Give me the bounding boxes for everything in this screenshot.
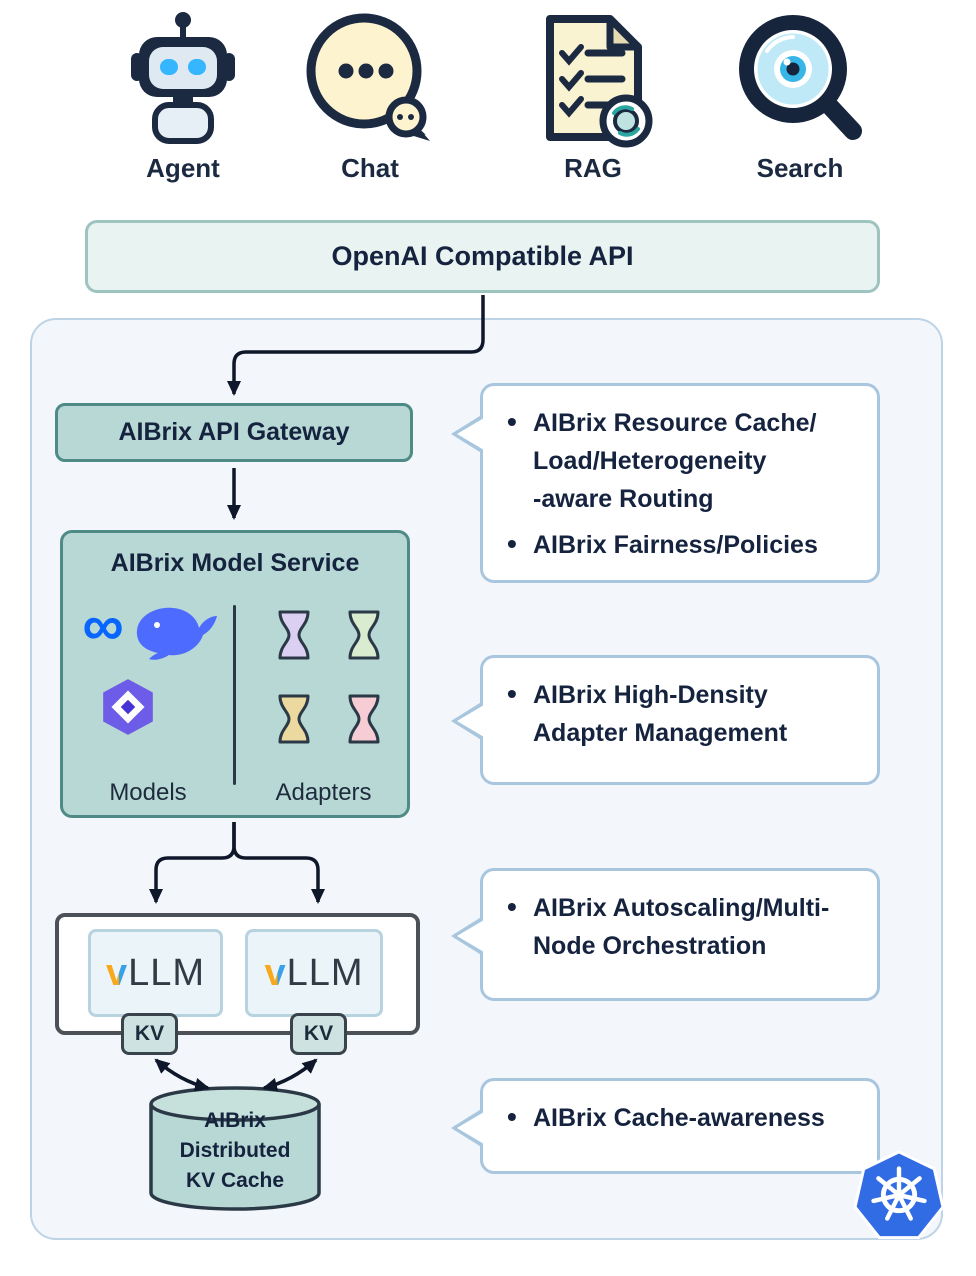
adapter-icon bbox=[278, 610, 310, 660]
deepseek-whale-icon bbox=[129, 601, 221, 668]
openai-api-label: OpenAI Compatible API bbox=[331, 241, 634, 271]
vllm-v-mark: v bbox=[105, 951, 129, 994]
rag-figure: RAG bbox=[518, 6, 668, 184]
callout-adapter-management: AIBrix High-Density Adapter Management bbox=[451, 655, 880, 785]
kubernetes-icon bbox=[853, 1150, 945, 1240]
adapter-icon bbox=[348, 694, 380, 744]
chat-figure: Chat bbox=[295, 6, 445, 184]
callout-bullet: AIBrix Autoscaling/Multi- Node Orchestra… bbox=[507, 888, 857, 965]
callout-bullet: AIBrix Cache-awareness bbox=[507, 1098, 857, 1137]
model-service-box: AIBrix Model Service ∞ bbox=[60, 530, 410, 818]
callout-routing: AIBrix Resource Cache/ Load/Heterogeneit… bbox=[451, 383, 880, 583]
kv-label: KV bbox=[303, 1022, 334, 1045]
meta-infinity-icon: ∞ bbox=[82, 593, 124, 658]
api-gateway-box: AIBrix API Gateway bbox=[55, 403, 413, 462]
search-figure: Search bbox=[725, 6, 875, 184]
adapter-icon bbox=[348, 610, 380, 660]
agent-label: Agent bbox=[146, 153, 220, 183]
qwen-icon bbox=[97, 675, 159, 744]
callout-bullet: AIBrix Resource Cache/ Load/Heterogeneit… bbox=[507, 403, 857, 518]
callout-cache-awareness: AIBrix Cache-awareness bbox=[451, 1078, 880, 1174]
model-service-title: AIBrix Model Service bbox=[110, 549, 360, 577]
adapter-icon bbox=[278, 694, 310, 744]
adapters-label: Adapters bbox=[275, 779, 372, 806]
models-adapters-divider bbox=[233, 605, 236, 785]
vllm-logo-text: LLM bbox=[128, 951, 206, 994]
rag-label: RAG bbox=[564, 153, 622, 183]
callout-bullet: AIBrix Fairness/Policies bbox=[507, 525, 857, 564]
chat-bubble-icon bbox=[304, 6, 436, 151]
callout-autoscaling: AIBrix Autoscaling/Multi- Node Orchestra… bbox=[451, 868, 880, 1001]
magnifier-eye-icon bbox=[733, 6, 867, 151]
document-checklist-icon bbox=[530, 6, 656, 151]
vllm-v-mark: v bbox=[264, 951, 287, 994]
kv-cache-label: AIBrix Distributed KV Cache bbox=[179, 1109, 291, 1192]
vllm-logo-text: LLM bbox=[286, 951, 364, 994]
openai-api-box: OpenAI Compatible API bbox=[85, 220, 880, 293]
robot-icon bbox=[119, 6, 247, 151]
kv-cache-cylinder bbox=[149, 1086, 321, 1211]
kv-tab-2: KV bbox=[290, 1013, 347, 1055]
kv-label: KV bbox=[134, 1022, 165, 1045]
chat-label: Chat bbox=[341, 153, 399, 183]
api-gateway-label: AIBrix API Gateway bbox=[118, 418, 350, 446]
callout-bullet: AIBrix High-Density Adapter Management bbox=[507, 675, 857, 752]
kv-tab-1: KV bbox=[121, 1013, 178, 1055]
agent-figure: Agent bbox=[108, 6, 258, 184]
search-label: Search bbox=[756, 153, 844, 183]
models-label: Models bbox=[109, 779, 187, 806]
